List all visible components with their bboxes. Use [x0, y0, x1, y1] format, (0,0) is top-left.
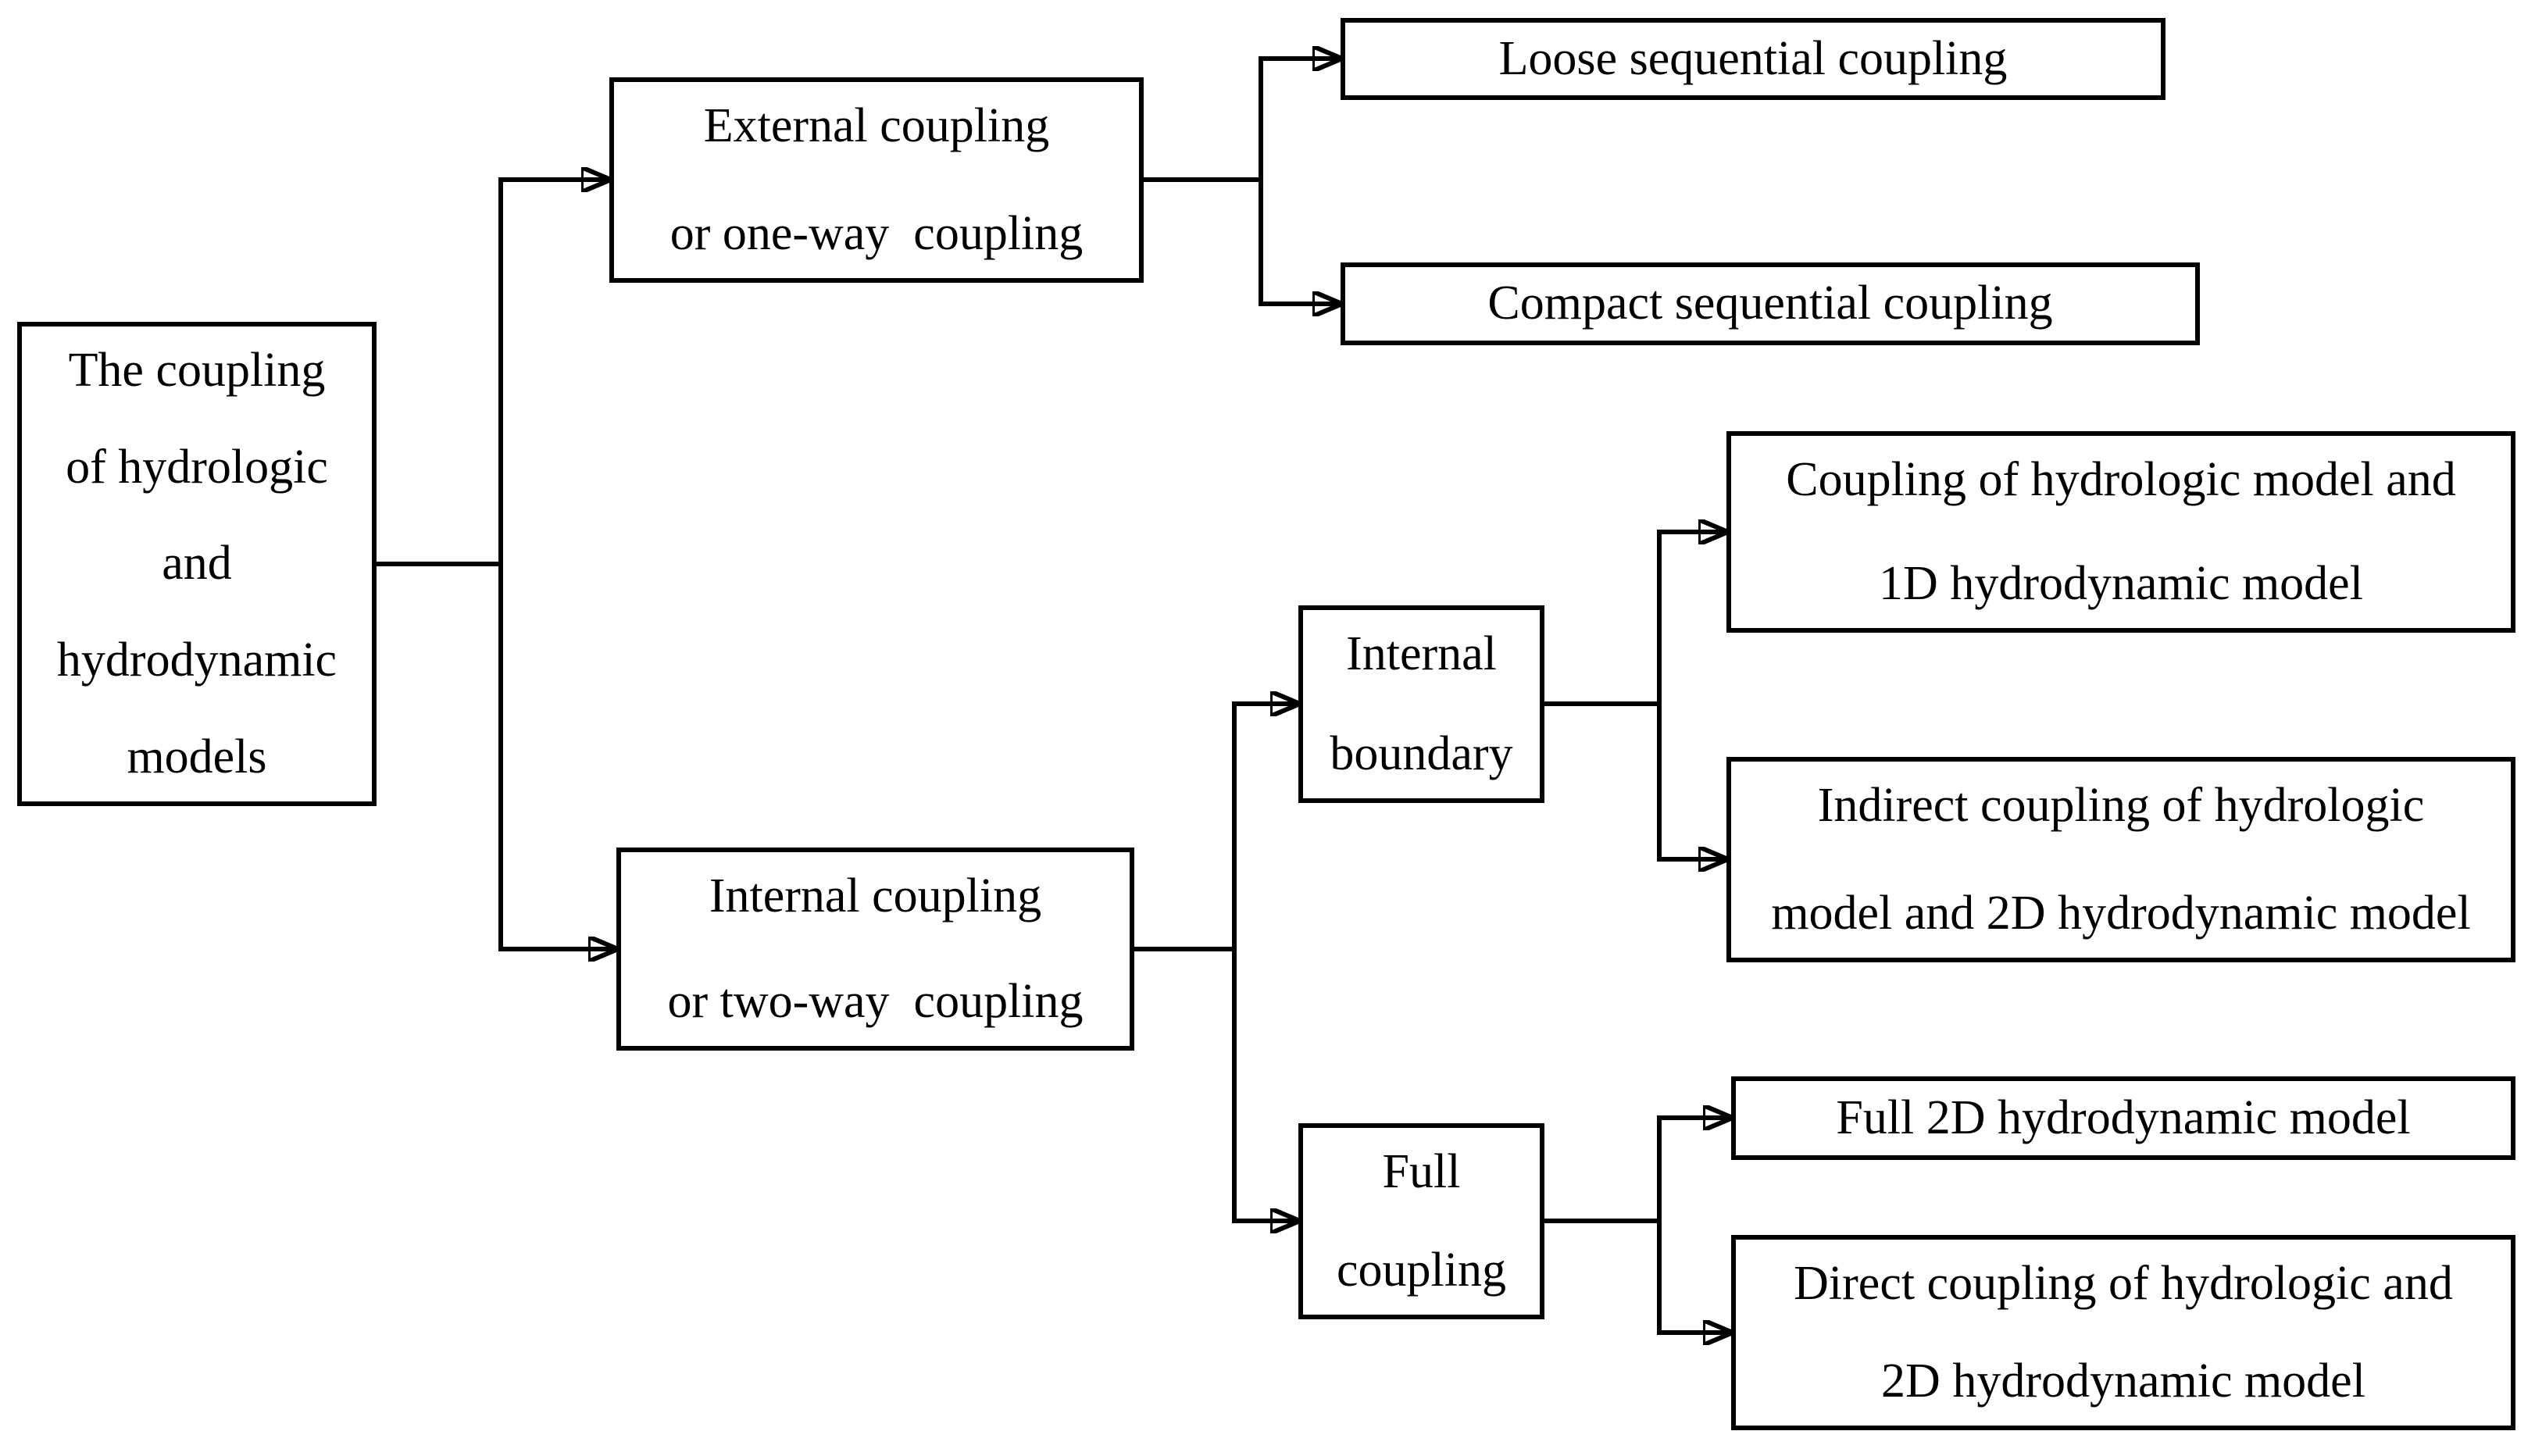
node-root-line: The coupling: [68, 344, 326, 397]
node-loose-sequential-coupling-line: Loose sequential coupling: [1498, 31, 2008, 85]
node-full-coupling-line: coupling: [1337, 1243, 1506, 1297]
node-root: The coupling of hydrologic and hydrodyna…: [17, 322, 377, 806]
node-direct-coupling-2d: Direct coupling of hydrologic and 2D hyd…: [1731, 1235, 2515, 1430]
node-compact-sequential-coupling: Compact sequential coupling: [1341, 262, 2200, 345]
node-internal-boundary: Internal boundary: [1298, 605, 1544, 803]
node-root-line: models: [127, 730, 267, 783]
node-compact-sequential-coupling-line: Compact sequential coupling: [1487, 277, 2053, 330]
node-coupling-1d-hydrodynamic-line: 1D hydrodynamic model: [1879, 556, 2363, 610]
node-external-coupling-line: or one-way coupling: [669, 206, 1084, 260]
node-indirect-coupling-2d: Indirect coupling of hydrologic model an…: [1726, 757, 2515, 962]
node-external-coupling: External coupling or one-way coupling: [609, 77, 1144, 283]
node-full-2d-hydrodynamic-line: Full 2D hydrodynamic model: [1836, 1090, 2411, 1144]
node-full-coupling-line: Full: [1382, 1145, 1461, 1198]
edge-external-compact: [1259, 180, 1341, 304]
node-internal-boundary-line: Internal: [1346, 627, 1497, 680]
node-direct-coupling-2d-line: Direct coupling of hydrologic and: [1794, 1257, 2453, 1310]
node-direct-coupling-2d-line: 2D hydrodynamic model: [1881, 1354, 2365, 1408]
edge-fullcoup-full2d: [1543, 1118, 1731, 1223]
node-root-line: and: [162, 537, 232, 591]
node-internal-boundary-line: boundary: [1330, 726, 1513, 780]
node-external-coupling-line: External coupling: [703, 99, 1050, 152]
edge-internal-fullcoup: [1232, 949, 1298, 1221]
node-root-line: hydrodynamic: [56, 633, 337, 687]
edge-fullcoup-direct2d: [1657, 1221, 1731, 1333]
node-internal-coupling: Internal coupling or two-way coupling: [616, 848, 1134, 1051]
node-coupling-1d-hydrodynamic-line: Coupling of hydrologic model and: [1786, 453, 2456, 506]
edge-root-external: [375, 180, 609, 566]
node-internal-coupling-line: or two-way coupling: [667, 974, 1084, 1028]
edge-root-internal: [498, 564, 616, 949]
edge-boundary-coupling1d: [1543, 532, 1726, 706]
node-coupling-1d-hydrodynamic: Coupling of hydrologic model and 1D hydr…: [1726, 431, 2515, 633]
edge-internal-boundary: [1133, 704, 1298, 951]
node-loose-sequential-coupling: Loose sequential coupling: [1341, 18, 2165, 100]
node-full-2d-hydrodynamic: Full 2D hydrodynamic model: [1731, 1076, 2515, 1160]
node-full-coupling: Full coupling: [1298, 1123, 1544, 1319]
edge-external-loose: [1142, 59, 1341, 182]
node-root-line: of hydrologic: [66, 440, 328, 494]
edge-boundary-indirect2d: [1657, 704, 1726, 859]
node-indirect-coupling-2d-line: Indirect coupling of hydrologic: [1817, 779, 2425, 832]
node-internal-coupling-line: Internal coupling: [709, 869, 1042, 922]
node-indirect-coupling-2d-line: model and 2D hydrodynamic model: [1771, 886, 2471, 940]
